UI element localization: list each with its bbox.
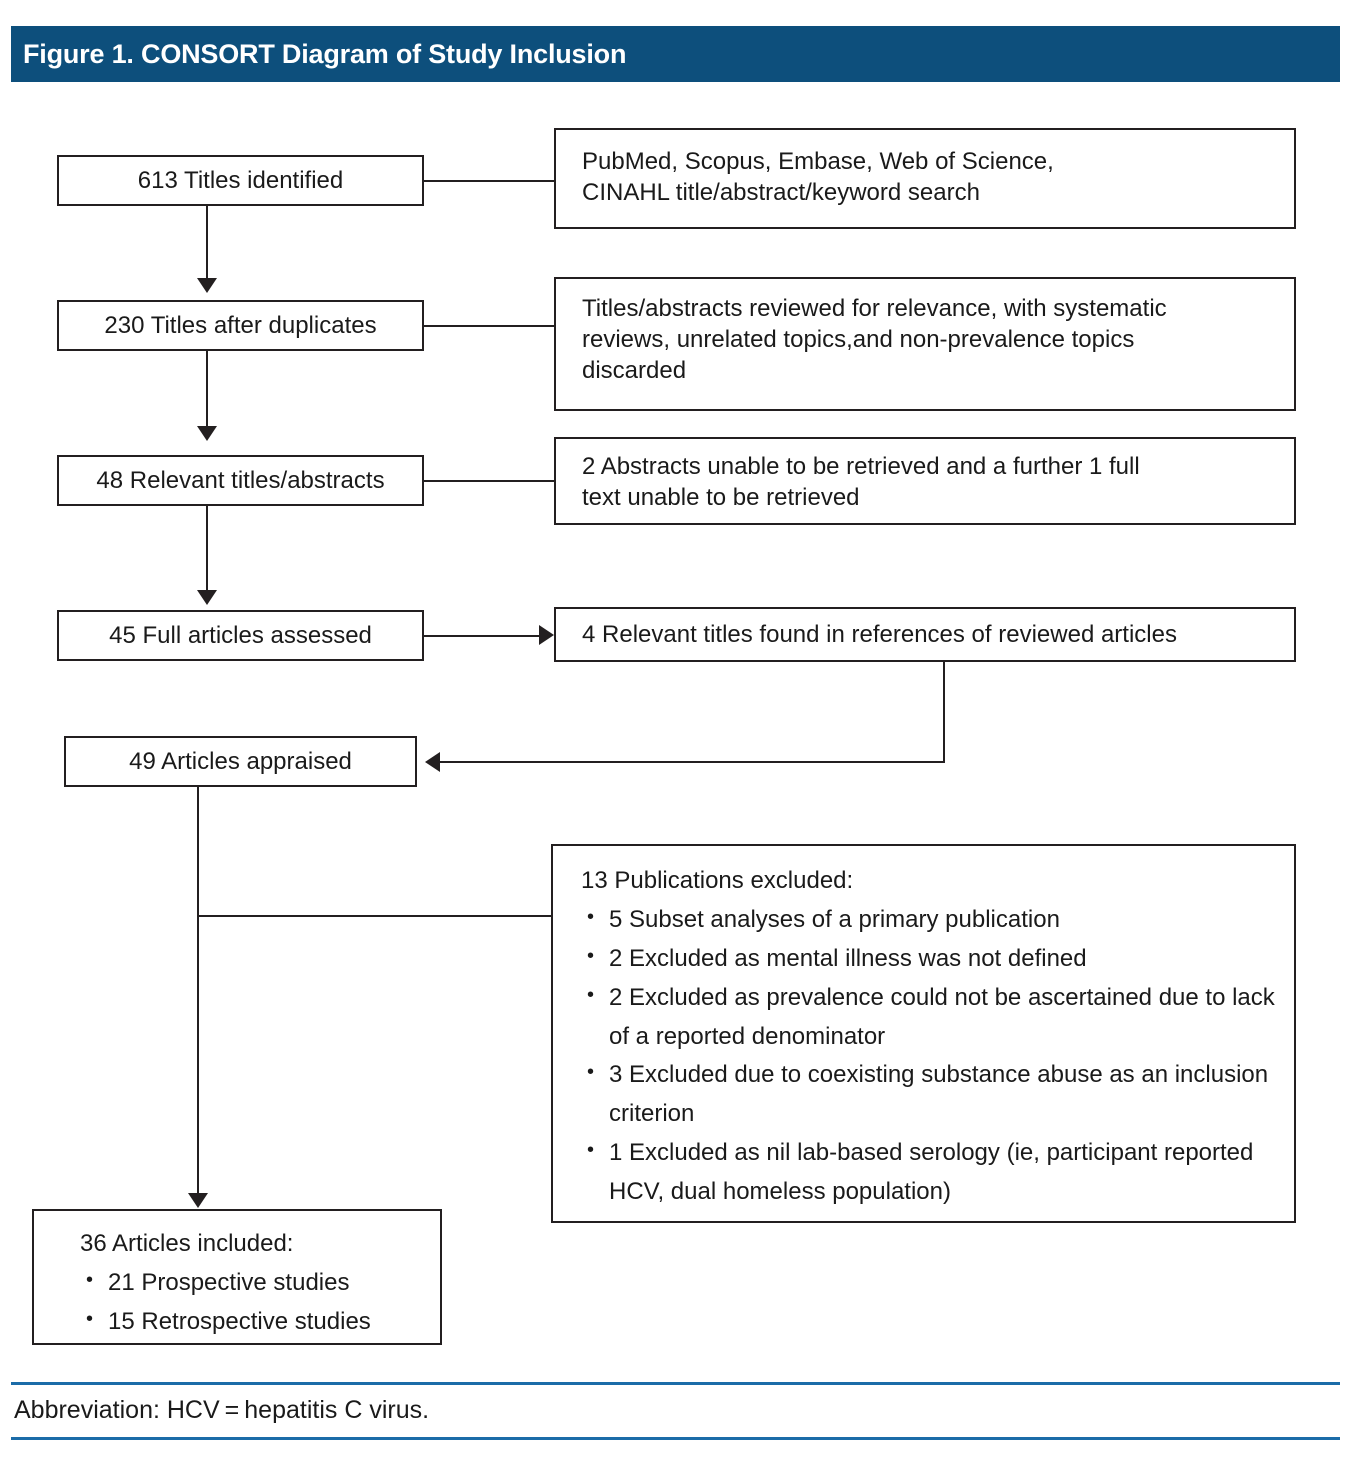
- node-49-articles-appraised-label: 49 Articles appraised: [129, 747, 352, 775]
- arrowhead-stage4-to-references: [539, 625, 554, 645]
- connector-references-down: [943, 662, 945, 762]
- node-49-articles-appraised: 49 Articles appraised: [64, 736, 417, 787]
- note-relevance-screening: Titles/abstracts reviewed for relevance,…: [554, 277, 1296, 411]
- node-4-relevant-from-references: 4 Relevant titles found in references of…: [554, 607, 1296, 662]
- node-48-relevant-titles: 48 Relevant titles/abstracts: [57, 455, 424, 506]
- list-item: 2 Excluded as mental illness was not def…: [581, 940, 1276, 979]
- note-unretrievable-records: 2 Abstracts unable to be retrieved and a…: [554, 437, 1296, 525]
- connector-stage3-note: [424, 480, 554, 482]
- arrowhead-stage1-to-stage2: [197, 278, 217, 293]
- exclusions-list: 5 Subset analyses of a primary publicati…: [581, 901, 1276, 1212]
- note-search-sources: PubMed, Scopus, Embase, Web of Science, …: [554, 128, 1296, 229]
- figure-title: Figure 1. CONSORT Diagram of Study Inclu…: [23, 38, 627, 69]
- list-item: 2 Excluded as prevalence could not be as…: [581, 979, 1276, 1057]
- node-230-titles-after-duplicates: 230 Titles after duplicates: [57, 300, 424, 351]
- footer-rule-bottom: [11, 1437, 1340, 1440]
- node-48-relevant-titles-label: 48 Relevant titles/abstracts: [96, 466, 385, 494]
- node-613-titles-identified: 613 Titles identified: [57, 155, 424, 206]
- connector-stage1-note: [424, 180, 554, 182]
- footer-rule-top: [11, 1382, 1340, 1385]
- node-36-articles-included: 36 Articles included: 21 Prospective stu…: [32, 1209, 442, 1345]
- arrowhead-stage3-to-stage4: [197, 590, 217, 605]
- list-item: 5 Subset analyses of a primary publicati…: [581, 901, 1276, 940]
- node-613-titles-identified-label: 613 Titles identified: [137, 166, 344, 194]
- arrowhead-stage2-to-stage3: [197, 426, 217, 441]
- note-search-sources-text: PubMed, Scopus, Embase, Web of Science, …: [582, 148, 1054, 207]
- abbreviation-note: Abbreviation: HCV = hepatitis C virus.: [14, 1396, 430, 1424]
- included-lead: 36 Articles included:: [80, 1230, 294, 1257]
- note-relevance-screening-text: Titles/abstracts reviewed for relevance,…: [582, 295, 1167, 385]
- connector-references-to-appraised: [440, 761, 945, 763]
- connector-appraised-to-exclusions: [199, 915, 551, 917]
- list-item: 15 Retrospective studies: [80, 1303, 371, 1342]
- connector-stage1-to-stage2: [206, 206, 208, 282]
- connector-stage2-to-stage3: [206, 351, 208, 430]
- connector-appraised-to-included: [197, 787, 199, 1197]
- node-45-full-articles-assessed-label: 45 Full articles assessed: [109, 621, 372, 649]
- connector-stage3-to-stage4: [206, 506, 208, 592]
- figure-title-bar: Figure 1. CONSORT Diagram of Study Inclu…: [11, 26, 1340, 82]
- list-item: 21 Prospective studies: [80, 1264, 371, 1303]
- included-list: 21 Prospective studies 15 Retrospective …: [80, 1264, 371, 1342]
- node-4-relevant-from-references-label: 4 Relevant titles found in references of…: [582, 620, 1177, 648]
- connector-stage2-note: [424, 325, 554, 327]
- list-item: 3 Excluded due to coexisting substance a…: [581, 1056, 1276, 1134]
- list-item: 1 Excluded as nil lab-based serology (ie…: [581, 1134, 1276, 1212]
- node-45-full-articles-assessed: 45 Full articles assessed: [57, 610, 424, 661]
- exclusions-lead: 13 Publications excluded:: [581, 867, 854, 894]
- note-unretrievable-records-text: 2 Abstracts unable to be retrieved and a…: [582, 453, 1140, 512]
- connector-stage4-to-references: [424, 635, 539, 637]
- node-13-publications-excluded: 13 Publications excluded: 5 Subset analy…: [551, 844, 1296, 1223]
- arrowhead-appraised-to-included: [188, 1193, 208, 1208]
- node-230-titles-after-duplicates-label: 230 Titles after duplicates: [104, 311, 377, 339]
- arrowhead-references-to-appraised: [425, 752, 440, 772]
